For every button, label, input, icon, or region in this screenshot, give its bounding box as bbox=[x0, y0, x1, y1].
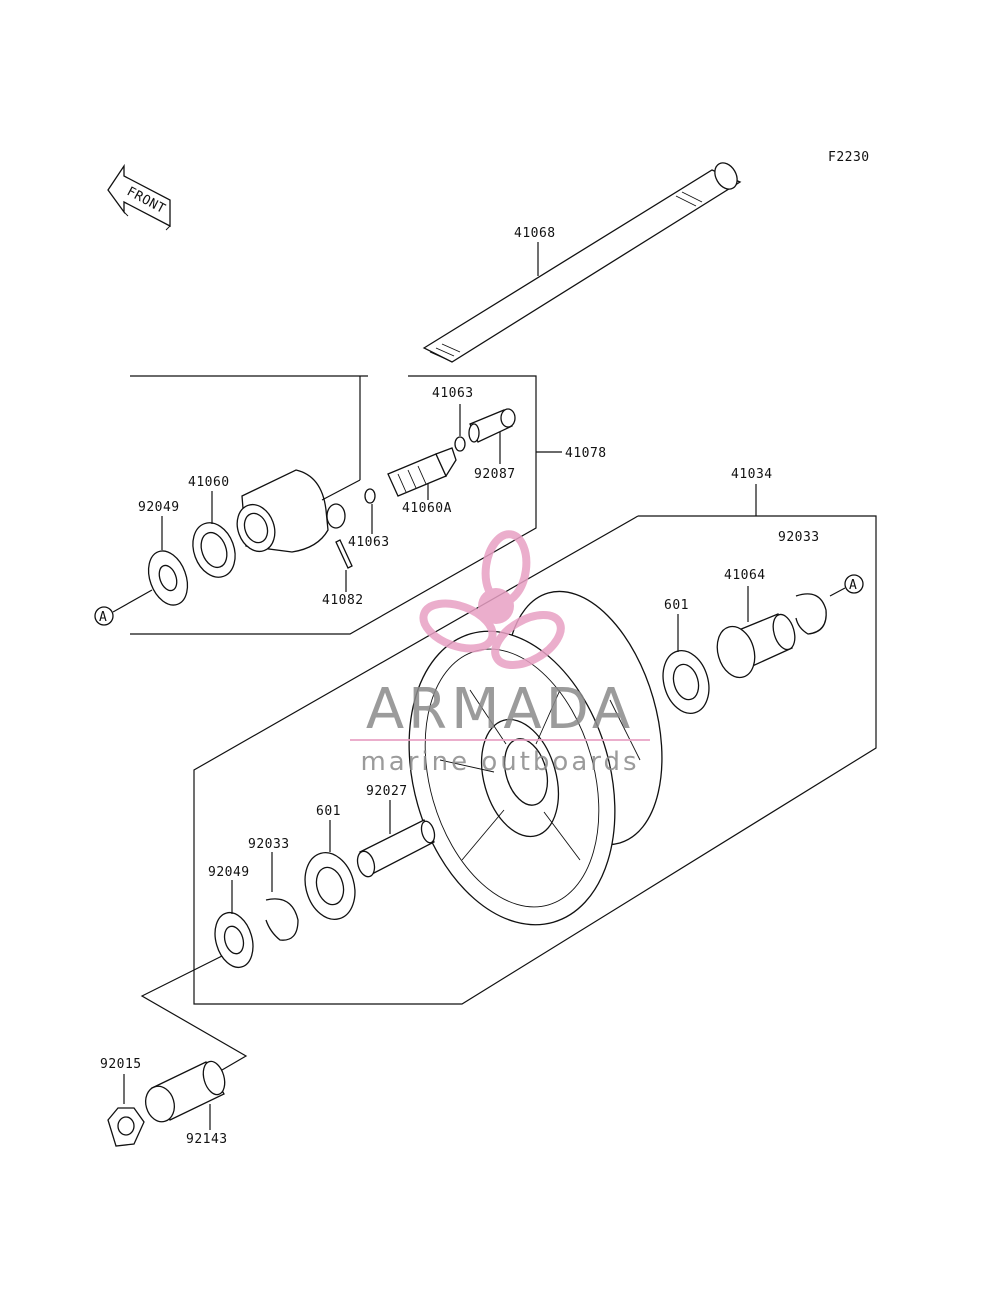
bearing-601-right bbox=[662, 649, 710, 715]
washer-41063-upper bbox=[454, 436, 466, 452]
label-41082: 41082 bbox=[322, 593, 364, 608]
svg-text:A: A bbox=[99, 610, 107, 625]
label-92033-right: 92033 bbox=[778, 530, 820, 545]
label-601-right: 601 bbox=[664, 598, 689, 613]
circlip-92033-left bbox=[265, 898, 299, 941]
washer-92049-lower bbox=[214, 911, 254, 969]
label-92015: 92015 bbox=[100, 1057, 142, 1072]
washer-92049-upper bbox=[147, 550, 189, 606]
pin-41082 bbox=[335, 539, 353, 569]
front-arrow-icon: FRONT bbox=[107, 163, 171, 231]
spacer-92143 bbox=[145, 1060, 226, 1123]
propeller-logo-icon bbox=[419, 530, 565, 669]
label-92033-left: 92033 bbox=[248, 837, 290, 852]
watermark-brand: ARMADA bbox=[366, 677, 634, 742]
label-92143: 92143 bbox=[186, 1132, 228, 1147]
diagram-code: F2230 bbox=[828, 150, 870, 165]
watermark: ARMADA marine outboards bbox=[350, 530, 650, 777]
label-41063-lower: 41063 bbox=[348, 535, 390, 550]
label-92027: 92027 bbox=[366, 784, 408, 799]
label-41034: 41034 bbox=[731, 467, 773, 482]
collar-41064 bbox=[716, 613, 796, 679]
pinion-41060a bbox=[387, 447, 457, 497]
label-41078: 41078 bbox=[565, 446, 607, 461]
label-92049-upper: 92049 bbox=[138, 500, 180, 515]
svg-text:A: A bbox=[849, 578, 857, 593]
label-41060a: 41060A bbox=[402, 501, 452, 516]
label-92087: 92087 bbox=[474, 467, 516, 482]
label-41063-upper: 41063 bbox=[432, 386, 474, 401]
watermark-tagline: marine outboards bbox=[360, 747, 639, 777]
circlip-92033-right bbox=[795, 593, 827, 635]
ref-marker-right: A bbox=[829, 574, 864, 597]
label-41060: 41060 bbox=[188, 475, 230, 490]
bearing-601-left bbox=[304, 852, 356, 920]
washer-41063-lower bbox=[364, 488, 376, 504]
axle-41068 bbox=[422, 162, 742, 363]
gear-housing bbox=[236, 376, 361, 553]
bushing-92087 bbox=[468, 408, 516, 443]
label-601-left: 601 bbox=[316, 804, 341, 819]
label-41064: 41064 bbox=[724, 568, 766, 583]
label-41068: 41068 bbox=[514, 226, 556, 241]
nut-92015 bbox=[107, 1107, 145, 1147]
ref-marker-left: A bbox=[94, 589, 153, 626]
gear-41060 bbox=[192, 522, 236, 578]
spacer-92027 bbox=[356, 819, 436, 878]
label-92049-lower: 92049 bbox=[208, 865, 250, 880]
